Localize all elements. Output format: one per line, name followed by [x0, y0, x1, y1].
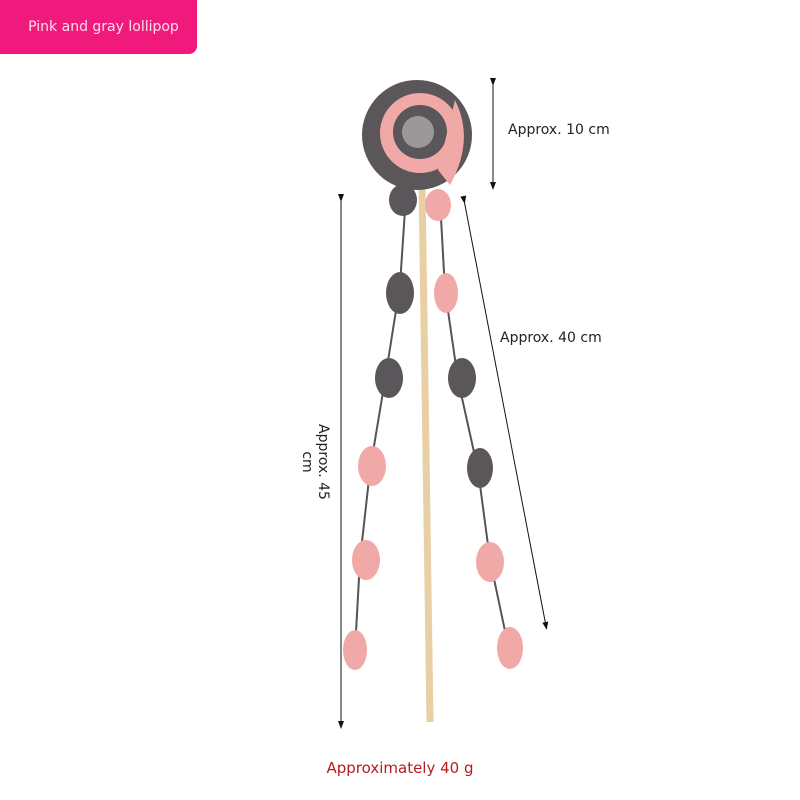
lollipop-head [362, 80, 472, 190]
stick-length-label: Approx. 45 cm [299, 417, 331, 507]
weight-label: Approximately 40 g [326, 759, 474, 777]
left-tassel [343, 184, 417, 670]
wooden-stick [418, 184, 434, 723]
tassel-length-label: Approx. 40 cm [500, 330, 602, 346]
head-size-label: Approx. 10 cm [508, 122, 610, 138]
tassel-dimension-arrow [460, 195, 549, 630]
product-variant-badge: Pink and gray lollipop [0, 0, 197, 54]
